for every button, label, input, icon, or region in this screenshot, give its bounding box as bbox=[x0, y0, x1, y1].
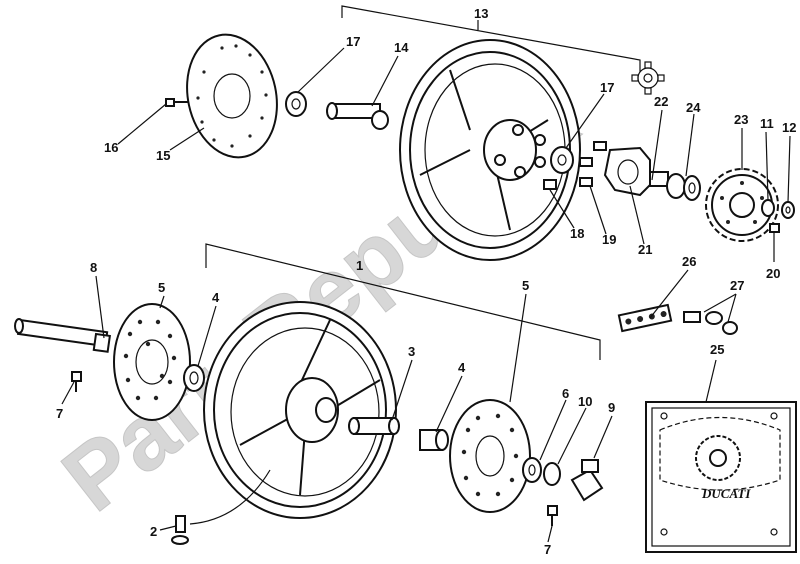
callout-16: 16 bbox=[104, 140, 118, 155]
callout-8: 8 bbox=[90, 260, 97, 275]
callout-24: 24 bbox=[686, 100, 701, 115]
stud-19 bbox=[579, 141, 607, 187]
spacer-10 bbox=[543, 462, 561, 486]
callout-3: 3 bbox=[408, 344, 415, 359]
front-disc-left bbox=[113, 303, 191, 421]
callout-5-left: 5 bbox=[158, 280, 165, 295]
front-wheel bbox=[203, 301, 397, 519]
callout-5-right: 5 bbox=[522, 278, 529, 293]
callout-12: 12 bbox=[782, 120, 796, 135]
disc-bolt-16 bbox=[165, 98, 188, 107]
callout-26: 26 bbox=[682, 254, 696, 269]
bearing-4-right bbox=[419, 429, 449, 451]
front-disc-right bbox=[449, 399, 531, 513]
callout-11: 11 bbox=[760, 116, 774, 131]
sprocket-plate-25: DUCATI bbox=[645, 401, 797, 553]
callout-15: 15 bbox=[156, 148, 170, 163]
leader-lines bbox=[61, 20, 791, 543]
callout-17-upper-left: 17 bbox=[346, 34, 360, 49]
callout-22: 22 bbox=[654, 94, 668, 109]
disc-bolt-7-bottom bbox=[547, 505, 558, 526]
callout-18: 18 bbox=[570, 226, 584, 241]
chain-link-27 bbox=[683, 311, 738, 335]
callout-13: 13 bbox=[474, 6, 488, 21]
bearing-22 bbox=[666, 173, 686, 199]
front-axle-8 bbox=[14, 318, 111, 353]
rear-wheel bbox=[399, 39, 581, 261]
callout-7-bottom: 7 bbox=[544, 542, 551, 557]
callout-4-left: 4 bbox=[212, 290, 220, 305]
callout-17-upper-right: 17 bbox=[600, 80, 614, 95]
washer-11 bbox=[761, 199, 775, 217]
bearing-17b bbox=[550, 146, 574, 174]
sprocket-flange-21 bbox=[603, 146, 669, 197]
spacer-3 bbox=[348, 417, 400, 435]
speedo-drive-9 bbox=[570, 459, 604, 502]
callout-20: 20 bbox=[766, 266, 780, 281]
bearing-4-left bbox=[183, 364, 205, 392]
callout-4-right: 4 bbox=[458, 360, 466, 375]
rubber-damper-18 bbox=[543, 179, 557, 190]
callout-27: 27 bbox=[730, 278, 744, 293]
callout-1: 1 bbox=[356, 258, 363, 273]
bracket-13 bbox=[341, 5, 641, 72]
nut-12 bbox=[781, 201, 795, 219]
callout-25: 25 bbox=[710, 342, 724, 357]
rear-brake-disc bbox=[186, 33, 278, 159]
valve-2 bbox=[171, 469, 271, 545]
callout-10: 10 bbox=[578, 394, 592, 409]
callout-labels: 13 17 14 16 15 17 22 24 23 11 12 18 19 2… bbox=[56, 6, 796, 557]
plate-logo: DUCATI bbox=[701, 486, 751, 501]
bracket-1 bbox=[205, 243, 601, 360]
rear-sprocket-23 bbox=[705, 168, 779, 242]
callout-2: 2 bbox=[150, 524, 157, 539]
callout-23: 23 bbox=[734, 112, 748, 127]
bearing-6 bbox=[522, 457, 542, 483]
gear-icon bbox=[631, 61, 665, 95]
callout-19: 19 bbox=[602, 232, 616, 247]
callout-14: 14 bbox=[394, 40, 409, 55]
bearing-24 bbox=[683, 175, 701, 201]
nut-20 bbox=[769, 223, 780, 233]
callout-6: 6 bbox=[562, 386, 569, 401]
bearing-17-top bbox=[285, 91, 307, 117]
callout-7-left: 7 bbox=[56, 406, 63, 421]
callout-9: 9 bbox=[608, 400, 615, 415]
spacer-14 bbox=[326, 102, 389, 130]
disc-bolt-7-left bbox=[71, 371, 82, 392]
callout-21: 21 bbox=[638, 242, 652, 257]
chain-26 bbox=[617, 303, 673, 333]
